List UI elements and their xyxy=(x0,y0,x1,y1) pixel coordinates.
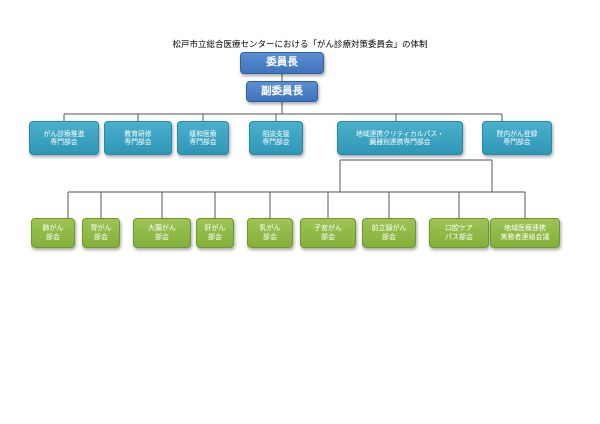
sub-liver-cancer: 肝がん 部会 xyxy=(196,218,234,248)
diagram-title: 松戸市立総合医療センターにおける「がん診療対策委員会」の体制 xyxy=(172,40,428,50)
dept-consultation: 相談支援 専門部会 xyxy=(249,121,303,155)
sub-lung-cancer: 肺がん 部会 xyxy=(31,218,75,248)
dept-regional-pathway: 地域連携クリティカルパス・ 臓器別連携専門部会 xyxy=(337,121,463,155)
sub-oral-care-pathway: 口腔ケア パス部会 xyxy=(429,218,489,248)
chair-box: 委員長 xyxy=(240,52,324,74)
sub-stomach-cancer: 胃がん 部会 xyxy=(82,218,120,248)
vice-chair-box: 副委員長 xyxy=(246,81,318,102)
dept-education: 教育研修 専門部会 xyxy=(104,121,172,155)
sub-uterine-cancer: 子宮がん 部会 xyxy=(300,218,356,248)
dept-cancer-registry: 院内がん登録 専門部会 xyxy=(482,121,552,155)
sub-prostate-cancer: 前立腺がん 部会 xyxy=(362,218,416,248)
sub-regional-liaison: 地域医療連携 実務者連絡会議 xyxy=(490,218,560,248)
dept-palliative: 緩和医療 専門部会 xyxy=(177,121,229,155)
sub-colorectal-cancer: 大腸がん 部会 xyxy=(133,218,191,248)
dept-cancer-promotion: がん診療推進 専門部会 xyxy=(29,121,99,155)
sub-breast-cancer: 乳がん 部会 xyxy=(247,218,293,248)
